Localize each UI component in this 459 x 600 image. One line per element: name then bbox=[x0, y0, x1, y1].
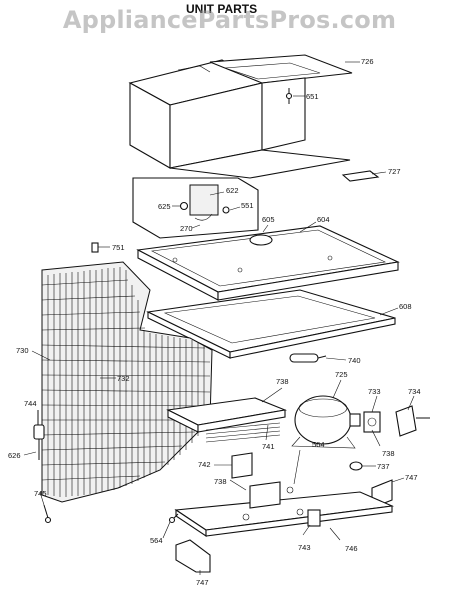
callout-740: 740 bbox=[348, 356, 361, 365]
evaporator-housing bbox=[128, 54, 353, 179]
callout-564-lower: 564 bbox=[150, 536, 163, 545]
diagram-title: UNIT PARTS bbox=[186, 2, 258, 16]
bracket-742 bbox=[231, 452, 253, 479]
callout-733: 733 bbox=[368, 387, 381, 396]
callout-738-relay: 738 bbox=[382, 449, 395, 458]
callout-725: 725 bbox=[335, 370, 348, 379]
relay-733 bbox=[363, 411, 381, 433]
callout-608: 608 bbox=[399, 302, 412, 311]
defrost-tray-738 bbox=[166, 397, 288, 433]
callout-626: 626 bbox=[8, 451, 21, 460]
screw-651 bbox=[285, 88, 293, 104]
clip-751 bbox=[91, 242, 99, 253]
callout-625: 625 bbox=[158, 202, 171, 211]
callout-726: 726 bbox=[361, 57, 374, 66]
compressor-base-plate-746 bbox=[174, 481, 395, 538]
clamp-745 bbox=[43, 504, 52, 524]
callout-622: 622 bbox=[226, 186, 239, 195]
condenser-coil-730 bbox=[41, 261, 213, 503]
callout-730: 730 bbox=[16, 346, 29, 355]
callout-738-tray: 738 bbox=[276, 377, 289, 386]
callout-551: 551 bbox=[241, 201, 254, 210]
callout-732: 732 bbox=[117, 374, 130, 383]
control-mounting-plate bbox=[132, 177, 259, 239]
bracket-747-lower bbox=[175, 539, 211, 573]
callout-734: 734 bbox=[408, 387, 421, 396]
drain-pan-608 bbox=[146, 289, 396, 359]
callout-labels: 726 651 727 622 625 551 270 605 604 751 … bbox=[8, 57, 421, 587]
screw-564 bbox=[168, 513, 179, 524]
callout-738-base: 738 bbox=[214, 477, 227, 486]
callout-605: 605 bbox=[262, 215, 275, 224]
grommet-737 bbox=[349, 461, 363, 471]
callout-727: 727 bbox=[388, 167, 401, 176]
heater-741 bbox=[205, 422, 281, 443]
compressor-725 bbox=[291, 395, 361, 449]
callout-746: 746 bbox=[345, 544, 358, 553]
fan-motor-626 bbox=[33, 424, 45, 460]
overload-734 bbox=[395, 405, 430, 437]
callout-745: 745 bbox=[34, 489, 47, 498]
evaporator-pan-604 bbox=[136, 225, 400, 301]
callout-737: 737 bbox=[377, 462, 390, 471]
bracket-727 bbox=[341, 170, 380, 182]
callout-270: 270 bbox=[180, 224, 193, 233]
callout-564-upper: 564 bbox=[312, 440, 325, 449]
leader-lines bbox=[23, 61, 415, 575]
callout-751: 751 bbox=[112, 243, 125, 252]
callout-741: 741 bbox=[262, 442, 275, 451]
callout-747-upper: 747 bbox=[405, 473, 418, 482]
watermark: AppliancePartsPros.com bbox=[62, 6, 397, 34]
drier-740 bbox=[289, 353, 327, 363]
callout-747-lower: 747 bbox=[196, 578, 209, 587]
callout-743: 743 bbox=[298, 543, 311, 552]
callout-604: 604 bbox=[317, 215, 330, 224]
callout-744: 744 bbox=[24, 399, 37, 408]
callout-742: 742 bbox=[198, 460, 211, 469]
callout-651: 651 bbox=[306, 92, 319, 101]
